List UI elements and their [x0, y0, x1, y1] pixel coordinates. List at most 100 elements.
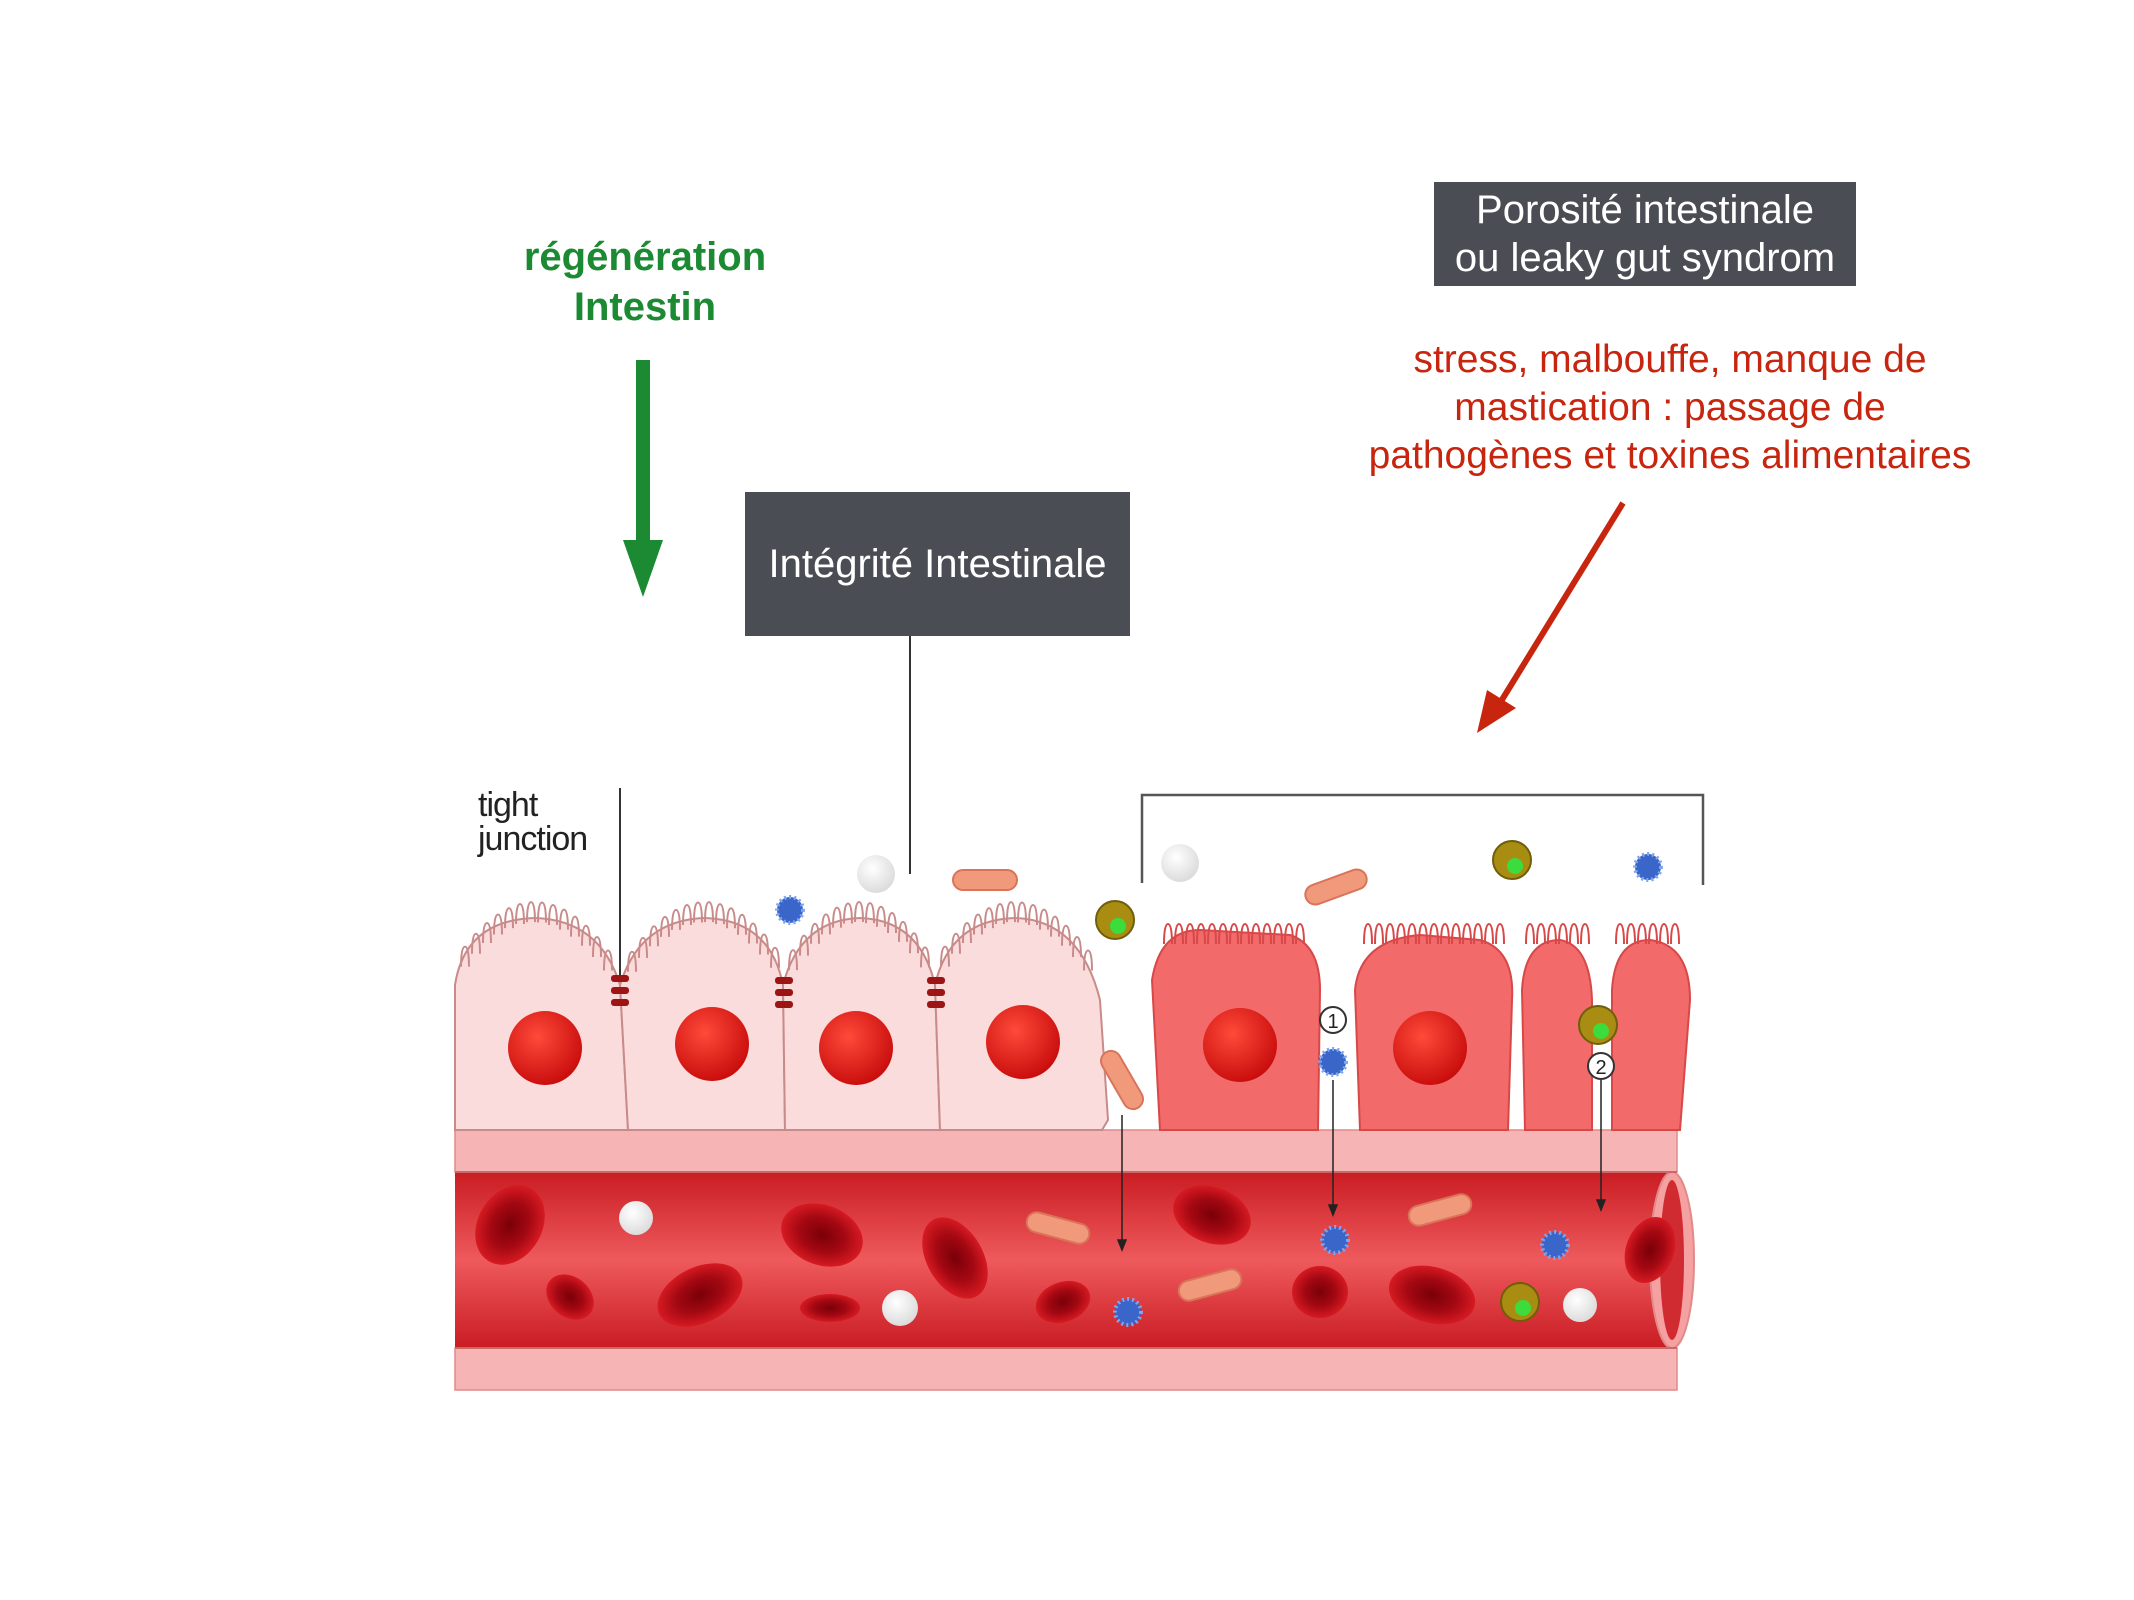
microvillus	[1473, 922, 1483, 945]
porosite-line-1: Porosité intestinale	[1476, 188, 1814, 232]
microvillus	[940, 945, 950, 967]
white-blood-cell	[1563, 1288, 1597, 1322]
red-diagonal-arrow	[1477, 501, 1626, 733]
microvillus	[1615, 922, 1625, 945]
red-blood-cell	[1035, 1280, 1091, 1324]
red-blood-cell	[546, 1274, 594, 1320]
red-blood-cell	[657, 1263, 743, 1327]
yellow-cell-lumen	[1492, 840, 1532, 880]
microvillus	[1385, 922, 1395, 945]
virus-lumen	[775, 895, 805, 925]
yellow-cell-lumen	[1095, 900, 1135, 940]
microvillus	[759, 933, 769, 955]
microvillus	[592, 936, 602, 958]
cell-nucleus	[1393, 1011, 1467, 1085]
microvillus	[1218, 922, 1228, 945]
red-blood-cell	[781, 1203, 863, 1267]
microvillus	[460, 945, 470, 967]
healthy-microvilli	[460, 901, 1093, 972]
microvillus	[1374, 922, 1384, 945]
microvillus	[1006, 901, 1016, 923]
green-down-arrow	[623, 360, 663, 597]
microvillus	[1061, 924, 1071, 946]
microvillus	[1670, 922, 1680, 945]
microvillus	[1659, 922, 1669, 945]
microvillus	[1536, 922, 1546, 945]
microvillus	[1525, 922, 1535, 945]
red-blood-cell	[1173, 1185, 1251, 1245]
blood-vessel	[454, 1129, 1695, 1391]
virus-lumen	[1633, 852, 1663, 882]
virus-crossing	[1318, 1047, 1348, 1077]
microvillus	[1295, 922, 1305, 945]
microvillus	[1207, 922, 1217, 945]
microvillus	[570, 915, 580, 937]
microvillus	[671, 908, 681, 930]
microvillus	[1185, 922, 1195, 945]
cell-nucleus	[1203, 1008, 1277, 1082]
microvillus	[581, 924, 591, 946]
microvillus	[1569, 922, 1579, 945]
microvillus	[1229, 922, 1239, 945]
cell-nucleus	[986, 1005, 1060, 1079]
microvillus	[737, 913, 747, 935]
microvillus	[1039, 908, 1049, 930]
microvillus	[715, 903, 725, 925]
microvillus	[493, 913, 503, 935]
microvillus	[1163, 922, 1173, 945]
microvillus	[726, 907, 736, 929]
red-blood-cell	[1292, 1266, 1348, 1318]
causes-label: stress, malbouffe, manque de mastication…	[1290, 336, 2050, 480]
regeneration-label: régénération Intestin	[420, 232, 870, 332]
microvillus	[854, 901, 864, 923]
marker-2-label: 2	[1595, 1057, 1606, 1079]
microvillus	[1407, 922, 1417, 945]
marker-1-label: 1	[1327, 1011, 1338, 1033]
microvillus	[748, 922, 758, 944]
red-blood-cell	[800, 1294, 860, 1322]
tight-junctions	[611, 975, 945, 1008]
porosite-box: Porosité intestinale ou leaky gut syndro…	[1434, 182, 1856, 286]
integrite-box: Intégrité Intestinale	[745, 492, 1130, 636]
microvillus	[660, 915, 670, 937]
microvillus	[984, 907, 994, 929]
damaged-cell	[1611, 938, 1692, 1131]
transport-arrows	[1116, 1080, 1607, 1253]
microvillus	[1440, 922, 1450, 945]
microvillus	[638, 936, 648, 958]
microvillus	[887, 911, 897, 933]
microvillus	[1083, 949, 1093, 971]
red-blood-cell	[475, 1185, 545, 1265]
microvillus	[962, 921, 972, 943]
microvillus	[876, 905, 886, 927]
damaged-region-bracket	[1140, 793, 1705, 885]
microvillus	[1547, 922, 1557, 945]
microvillus	[1050, 915, 1060, 937]
damaged-microvilli	[1163, 922, 1680, 945]
microvillus	[1429, 922, 1439, 945]
microvillus	[504, 907, 514, 929]
microvillus	[526, 901, 536, 923]
microvillus	[559, 908, 569, 930]
microvillus	[995, 903, 1005, 925]
microvillus	[1072, 936, 1082, 958]
microvillus	[1637, 922, 1647, 945]
white-blood-cell	[882, 1290, 918, 1326]
microvillus	[1580, 922, 1590, 945]
microvillus	[649, 925, 659, 947]
microvillus	[898, 920, 908, 942]
microvillus	[973, 913, 983, 935]
microvillus	[810, 922, 820, 944]
tight-junction-line-1: tight	[478, 786, 538, 824]
microvillus	[1273, 922, 1283, 945]
white-blood-cell	[619, 1201, 653, 1235]
microvillus	[1251, 922, 1261, 945]
yellow-cell-in-blood	[1500, 1282, 1540, 1322]
regeneration-line-2: Intestin	[573, 285, 717, 329]
microvillus	[704, 901, 714, 923]
microvillus	[1495, 922, 1505, 945]
causes-line-1: stress, malbouffe, manque de	[1413, 338, 1927, 381]
tight-junction-label: tight junction	[478, 786, 588, 856]
microvillus	[1240, 922, 1250, 945]
